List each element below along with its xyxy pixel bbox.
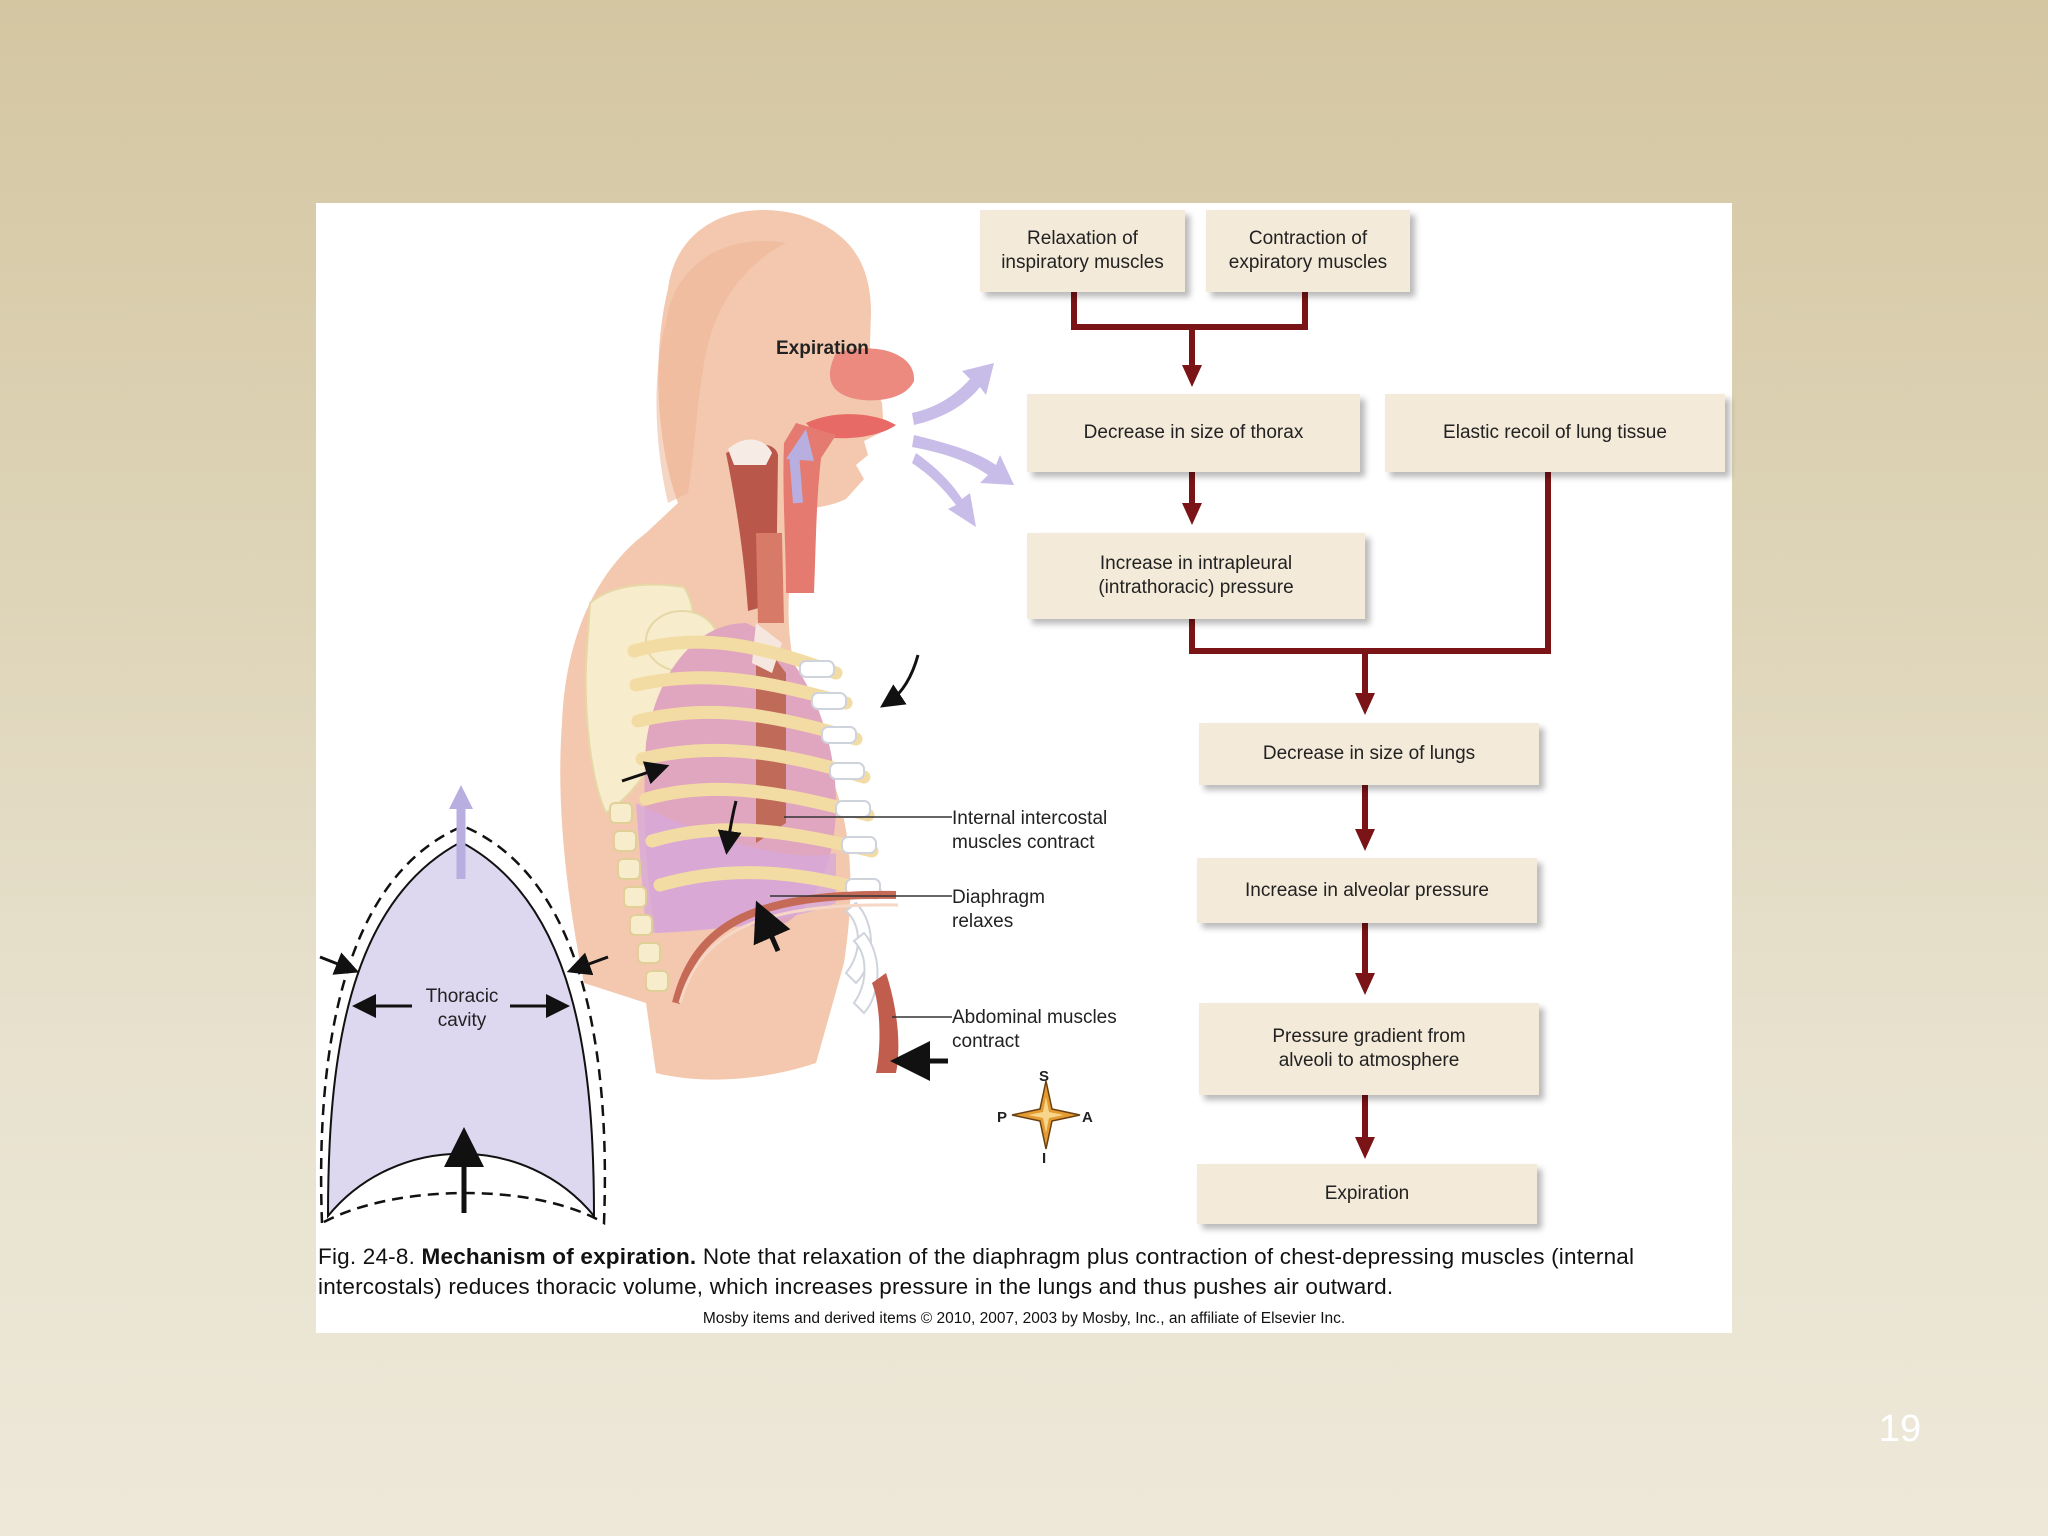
compass-rose	[1011, 1080, 1081, 1150]
label-leaders	[770, 816, 952, 1018]
figure-panel: Expiration Internal intercostal muscles …	[316, 203, 1732, 1333]
box-decrease-thorax: Decrease in size of thorax	[1027, 394, 1360, 472]
airway	[726, 348, 915, 611]
caption-fig-number: Fig. 24-8.	[318, 1244, 416, 1269]
internal-intercostal-label: Internal intercostal muscles contract	[952, 808, 1108, 853]
diaphragm-label: Diaphragm relaxes	[952, 887, 1045, 932]
box-decrease-lungs: Decrease in size of lungs	[1199, 723, 1539, 785]
compass-p: P	[997, 1109, 1008, 1126]
thoracic-cavity-diagram	[319, 785, 609, 1226]
flow-arrowheads	[1182, 365, 1375, 1159]
copyright-credit: Mosby items and derived items © 2010, 20…	[702, 1310, 1346, 1327]
thoracic-cavity-label: Thoracic cavity	[425, 986, 499, 1031]
figure-caption: Fig. 24-8. Mechanism of expiration. Note…	[318, 1242, 1728, 1302]
box-relaxation-inspiratory: Relaxation of inspiratory muscles	[980, 210, 1185, 292]
flow-connectors	[1071, 292, 1551, 1139]
caption-title: Mechanism of expiration.	[421, 1244, 697, 1269]
expiration-heading: Expiration	[776, 338, 869, 359]
box-elastic-recoil: Elastic recoil of lung tissue	[1385, 394, 1725, 472]
abdominal-muscles-label: Abdominal muscles contract	[952, 1007, 1117, 1052]
box-increase-intrapleural: Increase in intrapleural (intrathoracic)…	[1027, 533, 1365, 619]
slide-number: 19	[1878, 1408, 1922, 1450]
box-expiration: Expiration	[1197, 1164, 1537, 1224]
compass-s: S	[1039, 1068, 1050, 1085]
anatomy-illustration	[319, 210, 1551, 1226]
motion-arrows	[621, 654, 948, 1081]
caption-text: Note that relaxation of the diaphragm pl…	[318, 1244, 1635, 1299]
compass-a: A	[1082, 1109, 1093, 1126]
box-contraction-expiratory: Contraction of expiratory muscles	[1206, 210, 1410, 292]
air-arrows	[912, 363, 1014, 527]
box-pressure-gradient: Pressure gradient from alveoli to atmosp…	[1199, 1003, 1539, 1095]
compass-i: I	[1042, 1150, 1047, 1167]
box-increase-alveolar: Increase in alveolar pressure	[1197, 858, 1537, 923]
rib-cage	[609, 533, 899, 1073]
